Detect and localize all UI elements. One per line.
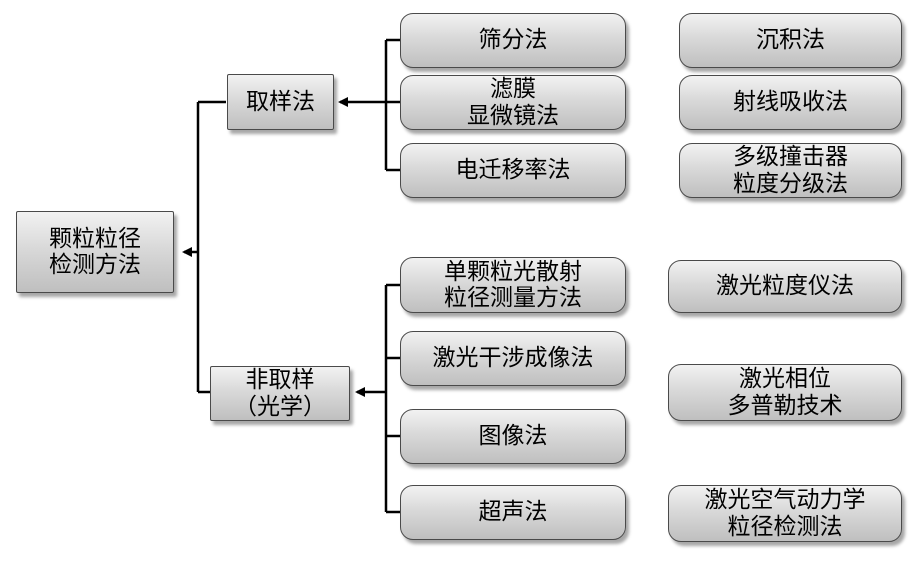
right-method-laser-doppler: 激光相位 多普勒技术 <box>668 364 902 421</box>
method-filter-microscope: 滤膜 显微镜法 <box>400 75 626 130</box>
right-method-cascade-impactor: 多级撞击器 粒度分级法 <box>679 143 902 198</box>
method-image: 图像法 <box>400 409 626 464</box>
right-method-sedimentation: 沉积法 <box>679 13 902 68</box>
sampling-node: 取样法 <box>227 74 334 130</box>
root-node: 颗粒粒径 检测方法 <box>16 211 174 293</box>
method-ultrasonic: 超声法 <box>400 485 626 540</box>
method-electromobility: 电迁移率法 <box>400 143 626 198</box>
method-laser-interference: 激光干涉成像法 <box>400 331 626 386</box>
method-sieving: 筛分法 <box>400 13 626 68</box>
right-method-aerodynamic: 激光空气动力学 粒径检测法 <box>668 485 902 542</box>
right-method-laser-particle-sizer: 激光粒度仪法 <box>668 260 902 313</box>
right-method-ray-absorption: 射线吸收法 <box>679 75 902 130</box>
method-single-particle-scattering: 单颗粒光散射 粒径测量方法 <box>400 257 626 313</box>
non-sampling-node: 非取样 （光学） <box>210 366 350 421</box>
